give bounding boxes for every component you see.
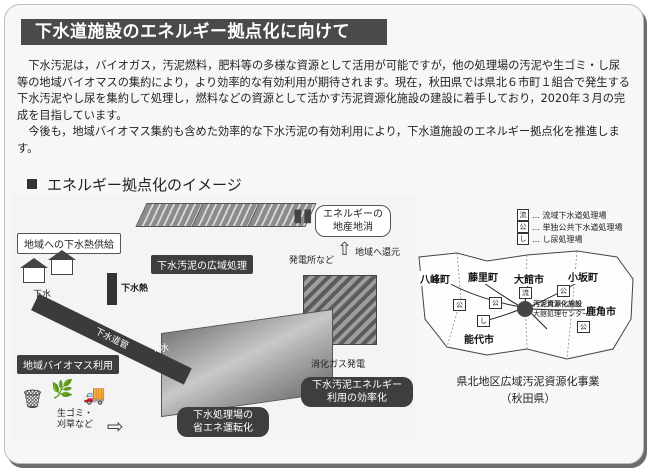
arrow-up-icon bbox=[107, 273, 117, 305]
legend-mark: 公 bbox=[517, 221, 529, 233]
house-icon bbox=[48, 250, 76, 275]
image-heading: エネルギー拠点化のイメージ bbox=[27, 174, 242, 195]
city-label: 能代市 bbox=[463, 331, 495, 346]
image-heading-text: エネルギー拠点化のイメージ bbox=[47, 176, 242, 194]
sludge-energy-label: 下水汚泥エネルギー 利用の効率化 bbox=[301, 377, 413, 407]
city-label: 鹿角市 bbox=[585, 303, 617, 318]
truck-icon: 🚚 bbox=[83, 385, 106, 406]
legend-row: し… し尿処理場 bbox=[517, 233, 623, 245]
wide-sludge-label: 下水汚泥の広域処理 bbox=[151, 255, 253, 274]
square-bullet-icon bbox=[27, 179, 37, 189]
map-caption-sub: （秋田県） bbox=[500, 392, 556, 405]
right-arrow-icon: ⇨ bbox=[107, 414, 124, 438]
power-plant-label: 発電所など bbox=[289, 256, 335, 266]
energy-hub-illustration: 地域への下水熱供給 下水 下水熱 下水汚泥の広域処理 エネルギーの 地産地消 ▮… bbox=[11, 195, 415, 441]
city-label: 藤里町 bbox=[467, 269, 499, 284]
paragraph-2: 今後も，地域バイオマス集約も含めた効率的な下水汚泥の有効利用により，下水道施設の… bbox=[17, 125, 620, 155]
map-marker: 公 bbox=[557, 285, 570, 297]
garbage-bag-icon: 🗑 bbox=[21, 389, 44, 410]
sewer-pipe-label: 下水道管 bbox=[93, 326, 130, 352]
map-legend: 流… 流域下水道処理場 公… 単独公共下水道処理場 し… し尿処理場 bbox=[517, 209, 623, 245]
city-label: 八峰町 bbox=[419, 271, 451, 286]
digester-gas-label: 消化ガス発電 bbox=[311, 360, 366, 370]
legend-label: … 単独公共下水道処理場 bbox=[532, 222, 623, 232]
legend-row: 流… 流域下水道処理場 bbox=[517, 209, 623, 221]
map-marker: 公 bbox=[489, 297, 502, 309]
house-icon bbox=[20, 258, 48, 283]
map-caption-title: 県北地区広域汚泥資源化事業 bbox=[456, 375, 600, 388]
map-marker: 公 bbox=[453, 299, 466, 311]
return-region-label: 地域へ還元 bbox=[355, 248, 401, 258]
center-facility-label: 汚泥資源化施設 bbox=[533, 300, 582, 308]
energy-saving-label: 下水処理場の 省エネ運転化 bbox=[177, 407, 269, 437]
sewage-flow-label: 下水 bbox=[151, 344, 170, 354]
energy-local-label: エネルギーの 地産地消 bbox=[315, 205, 391, 237]
sewage-heat-label: 下水熱 bbox=[121, 284, 149, 294]
article-panel: 下水道施設のエネルギー拠点化に向けて 下水汚泥は，バイオガス，汚泥燃料，肥料等の… bbox=[4, 4, 644, 464]
section-title: 下水道施設のエネルギー拠点化に向けて bbox=[21, 19, 387, 45]
legend-row: 公… 単独公共下水道処理場 bbox=[517, 221, 623, 233]
legend-mark: 流 bbox=[517, 209, 529, 221]
city-label: 大館市 bbox=[513, 271, 545, 286]
legend-label: … し尿処理場 bbox=[532, 234, 583, 244]
grass-icon: 🌿 bbox=[51, 379, 74, 400]
paragraph-1: 下水汚泥は，バイオガス，汚泥燃料，肥料等の多様な資源として活用が可能ですが，他の… bbox=[17, 59, 630, 122]
city-label: 小坂町 bbox=[567, 269, 599, 284]
garbage-label: 生ゴミ・ 刈草など bbox=[57, 409, 94, 430]
center-facility-sub: 大館処理センター bbox=[533, 310, 589, 318]
map-marker: 流 bbox=[519, 287, 532, 299]
map-marker: 公 bbox=[577, 321, 590, 333]
factory-icon: ▮▮ bbox=[293, 205, 313, 226]
body-text: 下水汚泥は，バイオガス，汚泥燃料，肥料等の多様な資源として活用が可能ですが，他の… bbox=[17, 58, 631, 158]
biomass-use-label: 地域バイオマス利用 bbox=[17, 355, 119, 374]
map-caption: 県北地区広域汚泥資源化事業 （秋田県） bbox=[417, 373, 639, 407]
map-marker: し bbox=[477, 315, 490, 327]
region-map: 流… 流域下水道処理場 公… 単独公共下水道処理場 し… し尿処理場 八峰町 藤… bbox=[417, 199, 639, 373]
legend-label: … 流域下水道処理場 bbox=[532, 210, 607, 220]
up-arrow-icon: ⇧ bbox=[337, 239, 353, 260]
legend-mark: し bbox=[517, 233, 529, 245]
